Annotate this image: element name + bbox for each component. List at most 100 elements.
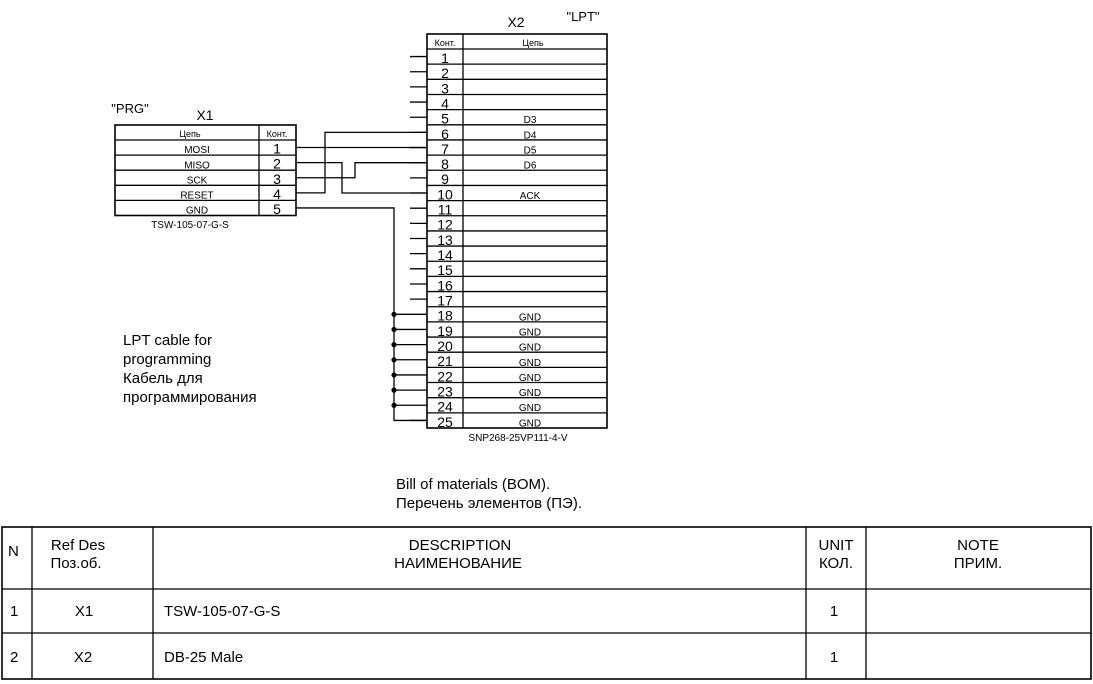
bom-cell-ref: X2 (74, 649, 92, 666)
x2-header-net: Цепь (522, 38, 544, 48)
x2-pin-row: 19 GND (410, 323, 607, 339)
x2-pin-row: 11 (410, 202, 607, 218)
x1-net-label: SCK (187, 175, 208, 186)
x2-pin-number: 14 (437, 247, 453, 263)
junction-dot (391, 326, 397, 333)
x2-pin-row: 15 (410, 262, 607, 278)
x2-designator: X2 (507, 14, 524, 30)
x2-net-label: GND (519, 358, 541, 369)
x2-pin-row: 20 GND (410, 338, 607, 354)
x1-pin-number: 5 (273, 201, 281, 217)
x2-pin-number: 23 (437, 383, 453, 399)
x2-pin-row: 24 GND (410, 399, 607, 415)
x2-pin-number: 7 (441, 141, 449, 157)
x2-pin-number: 19 (437, 323, 453, 339)
x1-pin-number: 2 (273, 156, 281, 172)
x2-pin-row: 12 (410, 217, 607, 233)
x1-net-label: GND (186, 206, 208, 217)
x2-net-label: GND (519, 388, 541, 399)
bom-cell-n: 2 (10, 649, 18, 666)
bom-title-ru: Перечень элементов (ПЭ). (396, 495, 582, 512)
bom-cell-unit: 1 (830, 649, 838, 666)
x2-net-label: D3 (524, 115, 537, 126)
x2-net-label: GND (519, 343, 541, 354)
x2-pin-row: 6 D4 (410, 126, 607, 142)
bom-cell-ref: X1 (75, 603, 93, 620)
cable-note: LPT cable for programming Кабель для про… (123, 332, 257, 406)
x2-pin-number: 6 (441, 126, 449, 142)
bom-title-en: Bill of materials (BOM). (396, 476, 550, 493)
x2-pin-row: 5 D3 (410, 111, 607, 127)
x2-pin-number: 10 (437, 186, 453, 202)
x2-net-label: GND (519, 327, 541, 338)
x2-net-label: D4 (524, 130, 537, 141)
x2-header-pin: Конт. (435, 38, 456, 48)
x2-net-label: D6 (524, 161, 537, 172)
x2-net-label: D5 (524, 146, 537, 157)
junction-dot (391, 387, 397, 393)
connector-x1: "PRG" X1 Цепь Конт. MOSI 1 MISO 2 SCK 3 … (111, 101, 297, 231)
note-line: LPT cable for (123, 332, 212, 349)
x2-pin-number: 24 (437, 399, 453, 415)
x1-header-net: Цепь (179, 129, 201, 139)
x1-part-number: TSW-105-07-G-S (151, 220, 229, 231)
x2-pin-number: 18 (437, 308, 453, 324)
x2-pin-number: 9 (441, 171, 449, 187)
x2-pin-row: 23 GND (410, 383, 607, 399)
x1-net-label: MISO (184, 160, 210, 171)
x1-pin-number: 3 (273, 171, 281, 187)
x2-pin-number: 2 (441, 65, 449, 81)
bom-cell-description: DB-25 Male (164, 649, 243, 666)
x2-pin-row: 21 GND (410, 353, 607, 369)
x2-net-label: ACK (520, 191, 541, 202)
x2-pin-row: 9 (410, 171, 607, 187)
x2-quote-name: "LPT" (566, 9, 599, 24)
x1-pin-number: 4 (273, 186, 281, 202)
x2-pin-number: 1 (441, 50, 449, 66)
x2-pin-number: 11 (438, 202, 453, 218)
bom-row: 2 X2 DB-25 Male 1 (10, 649, 838, 666)
bom-header-description-ru: НАИМЕНОВАНИЕ (394, 555, 522, 572)
x2-pin-number: 13 (437, 232, 453, 248)
x2-pin-row: 18 GND (410, 308, 607, 324)
x1-net-label: RESET (180, 191, 213, 202)
bom-header-unit-ru: КОЛ. (819, 555, 853, 572)
x1-header-pin: Конт. (267, 129, 288, 139)
wire-sck-to-pin8 (296, 162, 427, 179)
wiring (296, 131, 427, 422)
bom-cell-n: 1 (10, 603, 18, 620)
x2-pin-number: 20 (437, 338, 453, 354)
bom-header-note-ru: ПРИМ. (954, 555, 1002, 572)
x2-pin-number: 21 (437, 353, 453, 369)
x2-pin-number: 5 (441, 111, 449, 127)
bom-header-ref-en: Ref Des (51, 537, 105, 554)
bom-header-n: N (8, 543, 19, 560)
junction-dot (391, 357, 397, 363)
x2-pin-row: 10 ACK (410, 186, 607, 202)
x2-pin-row: 2 (410, 65, 607, 81)
x2-pin-row: 4 (410, 95, 607, 111)
junction-dot (391, 342, 397, 348)
x2-net-label: GND (519, 403, 541, 414)
note-line: программирования (123, 389, 257, 406)
x2-pin-row: 1 (410, 50, 607, 66)
bom-cell-description: TSW-105-07-G-S (164, 603, 280, 620)
x1-pin-number: 1 (273, 141, 281, 157)
bill-of-materials: Bill of materials (BOM). Перечень элемен… (1, 476, 1092, 680)
x1-designator: X1 (196, 107, 213, 123)
x2-pin-number: 4 (441, 95, 449, 111)
wire-gnd-branches (394, 313, 410, 406)
x2-net-label: GND (519, 312, 541, 323)
bom-header-note-en: NOTE (957, 537, 999, 554)
bom-table-frame (1, 526, 1092, 680)
bom-header-description-en: DESCRIPTION (409, 537, 512, 554)
x2-pin-number: 22 (437, 368, 453, 384)
x2-pin-number: 25 (437, 414, 453, 430)
x2-pin-row: 7 D5 (410, 141, 607, 157)
x2-pin-number: 3 (441, 80, 449, 96)
junction-dot (391, 372, 397, 378)
